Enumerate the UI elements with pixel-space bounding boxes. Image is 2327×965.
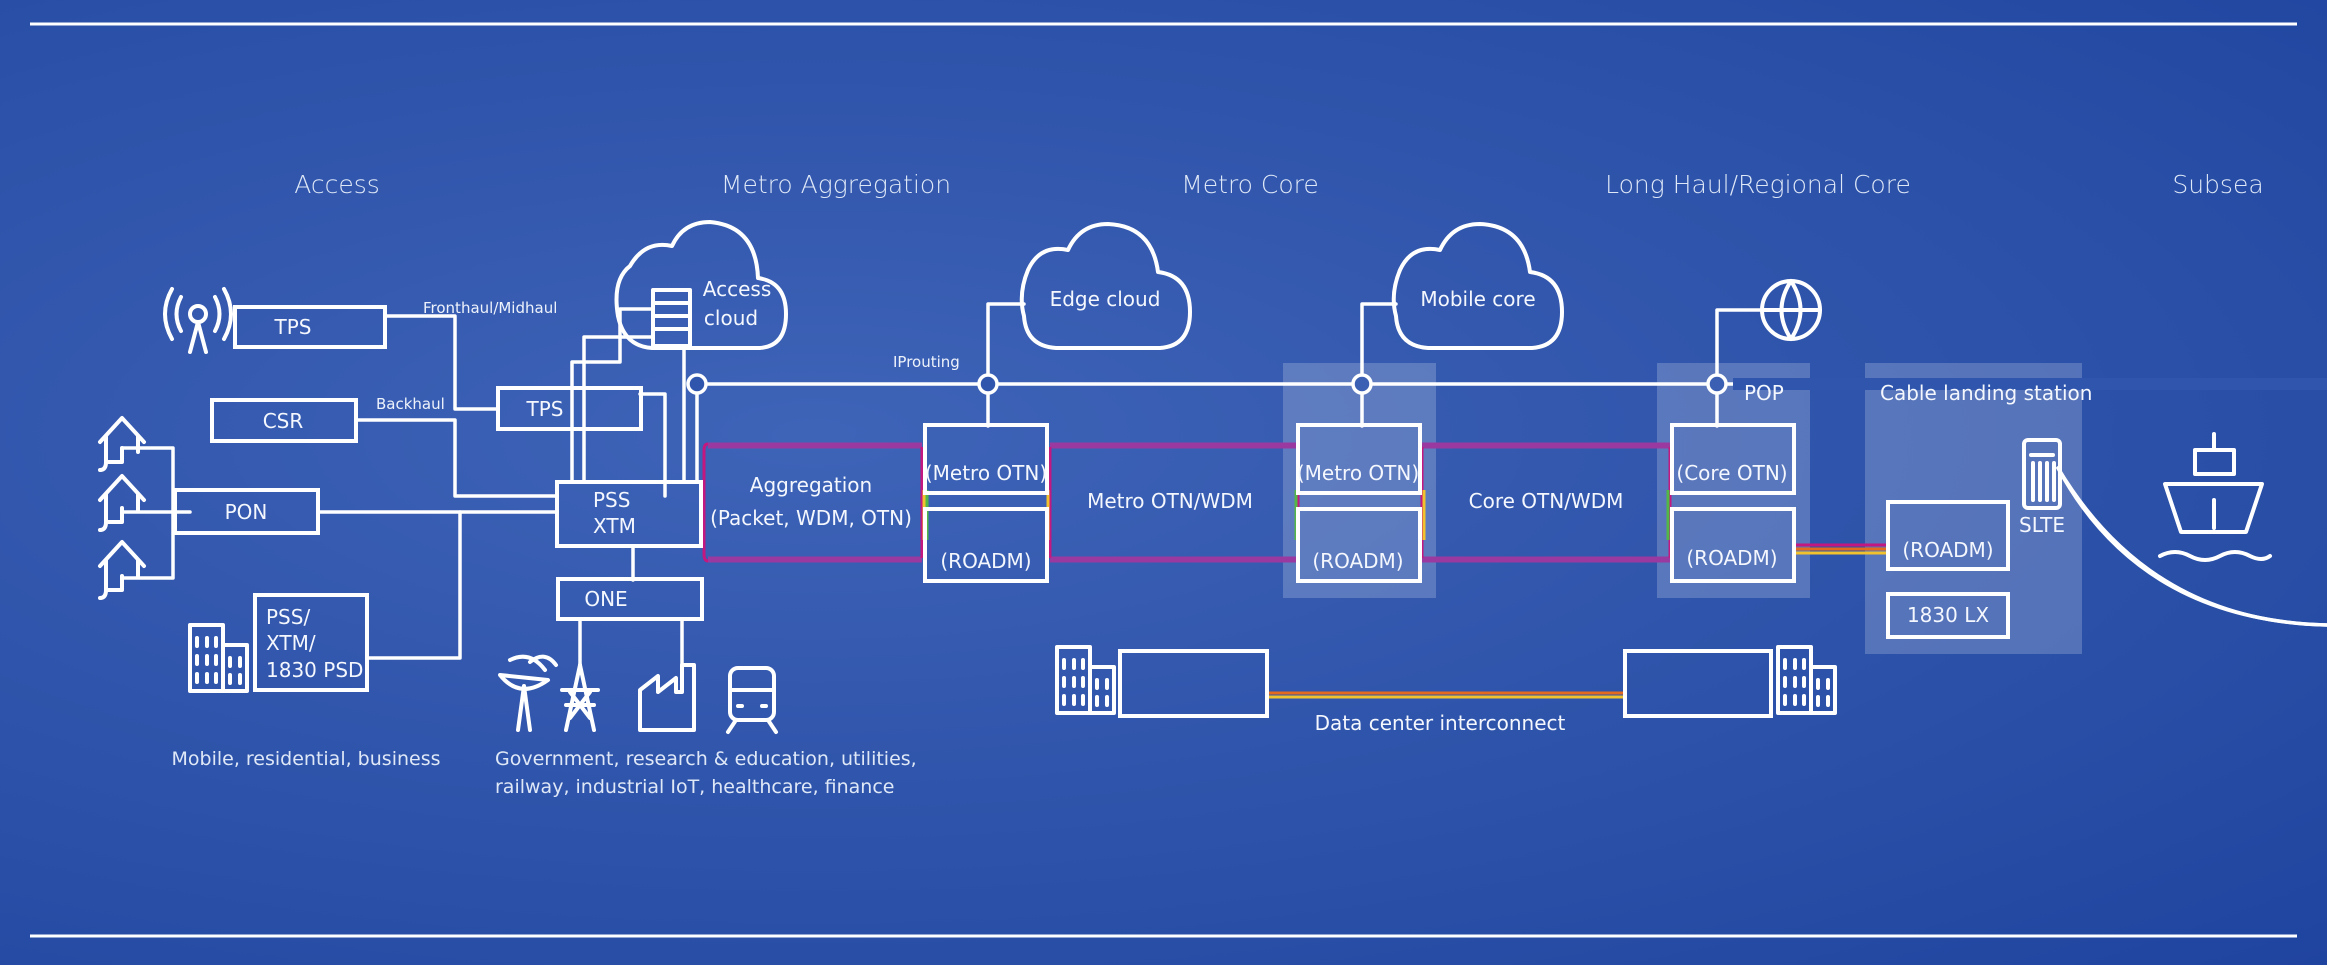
metro-core-node-panel — [1283, 363, 1436, 598]
aggregation-label-1: Aggregation — [750, 473, 872, 497]
pop-panel — [1657, 363, 1810, 598]
factory-icon — [638, 663, 696, 732]
roadm-box-2 — [1296, 507, 1422, 583]
access-cloud-icon — [614, 220, 788, 350]
train-icon — [726, 666, 778, 734]
subsea-cable — [2056, 466, 2327, 627]
aggregation-label-2: (Packet, WDM, OTN) — [710, 506, 912, 530]
dci-left-box — [1118, 649, 1269, 718]
one-label: ONE — [584, 587, 627, 611]
junction-pop — [1706, 373, 1728, 395]
junction-edge-cloud — [977, 373, 999, 395]
junction-mobile-core — [1351, 373, 1373, 395]
roadm-box-4 — [1886, 500, 2010, 571]
tps-mid-label: TPS — [526, 397, 564, 421]
section-subsea: Subsea — [2172, 170, 2263, 199]
metro-otn-box-1 — [923, 423, 1049, 495]
core-otn-wdm-label: Core OTN/WDM — [1469, 489, 1624, 513]
antenna-icon — [163, 287, 233, 354]
pss-xtm-box — [555, 480, 703, 548]
cable-landing-label: Cable landing station — [1880, 381, 2092, 405]
house-icon-1 — [98, 416, 146, 472]
section-metro-aggregation: Metro Aggregation — [721, 170, 951, 199]
backhaul-label: Backhaul — [376, 395, 445, 413]
metro-otn-label-1: (Metro OTN) — [925, 461, 1047, 485]
csr-box — [210, 398, 358, 443]
house-icon-2 — [98, 474, 146, 532]
psd-box — [253, 593, 369, 692]
pss-xtm-label-2: XTM — [593, 514, 636, 538]
metro-otn-box-2 — [1296, 423, 1422, 495]
caption-access: Mobile, residential, business — [172, 748, 441, 770]
section-metro-core: Metro Core — [1181, 170, 1319, 199]
metro-otn-label-2: (Metro OTN) — [1297, 461, 1419, 485]
house-icon-3 — [98, 540, 146, 600]
dci-link — [1267, 691, 1625, 699]
mobile-core-label: Mobile core — [1420, 287, 1535, 311]
lx-label: 1830 LX — [1907, 603, 1989, 627]
ship-icon — [2158, 432, 2272, 562]
power-tower-icon — [560, 663, 600, 732]
psd-label-1: PSS/ — [266, 605, 310, 629]
slte-label: SLTE — [2019, 513, 2065, 537]
roadm-box-1 — [923, 507, 1049, 583]
dci-label: Data center interconnect — [1315, 711, 1566, 735]
satellite-dish-icon — [498, 654, 558, 732]
pop-label: POP — [1744, 381, 1784, 405]
one-box — [556, 577, 704, 621]
caption-gov-1: Government, research & education, utilit… — [495, 748, 917, 770]
access-cloud-label-2: cloud — [704, 306, 758, 330]
lx-box — [1886, 592, 2010, 639]
dci-right-box — [1623, 649, 1773, 718]
ip-line-mask — [1733, 378, 2327, 390]
junction-access-cloud — [686, 373, 708, 395]
pon-box — [173, 488, 320, 535]
metro-otn-wdm-label: Metro OTN/WDM — [1087, 489, 1253, 513]
roadm-label-1: (ROADM) — [940, 549, 1031, 573]
roadm-box-3 — [1670, 507, 1796, 583]
psd-label-2: XTM/ — [266, 631, 316, 655]
core-otn-label: (Core OTN) — [1676, 461, 1787, 485]
caption-gov-2: railway, industrial IoT, healthcare, fin… — [495, 776, 894, 798]
csr-label: CSR — [263, 409, 304, 433]
section-long-haul: Long Haul/Regional Core — [1605, 170, 1911, 199]
fronthaul-label: Fronthaul/Midhaul — [423, 299, 557, 317]
psd-label-3: 1830 PSD — [266, 658, 363, 682]
ip-routing-label: IProuting — [893, 353, 960, 371]
access-cloud-label-1: Access — [703, 277, 771, 301]
mobile-core-cloud-icon — [1391, 222, 1564, 350]
roadm-to-cls-link — [1794, 543, 1888, 555]
section-access: Access — [294, 170, 380, 199]
building-icon-dci-right — [1776, 645, 1837, 715]
pss-xtm-label-1: PSS — [593, 488, 630, 512]
tps-top-box — [233, 305, 387, 349]
globe-icon — [1760, 279, 1822, 341]
roadm-label-4: (ROADM) — [1902, 538, 1993, 562]
tps-top-label: TPS — [274, 315, 312, 339]
roadm-label-3: (ROADM) — [1686, 546, 1777, 570]
pon-label: PON — [225, 500, 268, 524]
roadm-label-2: (ROADM) — [1312, 549, 1403, 573]
building-icon-dci-left — [1055, 645, 1116, 715]
slte-icon — [2022, 438, 2062, 510]
core-otn-box — [1670, 423, 1796, 495]
edge-cloud-label: Edge cloud — [1050, 287, 1161, 311]
edge-cloud-icon — [1019, 222, 1192, 350]
tps-mid-box — [496, 386, 643, 431]
building-icon-access — [188, 623, 249, 693]
